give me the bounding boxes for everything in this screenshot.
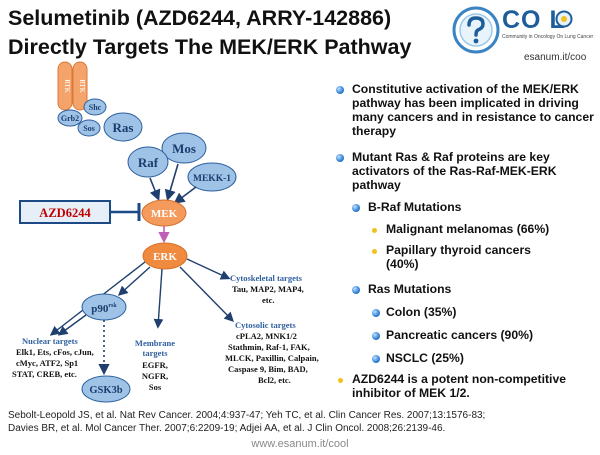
mekk1-label: MEKK-1 xyxy=(193,174,231,184)
arrow-erk-cytoskeletal xyxy=(186,258,231,280)
sub-bullet-dot-icon xyxy=(372,249,377,254)
bullet-dot-icon xyxy=(336,86,344,94)
slide-title: Selumetinib (AZD6244, ARRY-142886) Direc… xyxy=(8,4,448,62)
shc-node xyxy=(83,98,107,116)
bullet-melanoma: Malignant melanomas (66%) xyxy=(386,222,550,236)
logo-lung-icon xyxy=(555,10,573,28)
arrow-p90-nuclear xyxy=(57,314,87,336)
rtk-label-1: RTK xyxy=(63,79,71,93)
bullet-azd6244: AZD6244 is a potent non-competitive inhi… xyxy=(352,372,566,400)
arrow-erk-membrane xyxy=(153,268,164,329)
p90rsk-label: p90rsk xyxy=(91,303,117,315)
arrow-raf-mek xyxy=(149,177,161,201)
title-line-2: Directly Targets The MEK/ERK Pathway xyxy=(8,35,412,59)
mekk1-node xyxy=(187,162,237,192)
sos-label: Sos xyxy=(83,124,95,133)
gsk3b-label: GSK3b xyxy=(89,385,122,396)
nuclear-line-3: STAT, CREB, etc. xyxy=(12,369,77,379)
raf-node xyxy=(127,146,169,178)
bullet-dot-icon xyxy=(372,309,380,317)
mos-node xyxy=(161,132,207,164)
logo-word: CO L xyxy=(502,6,566,34)
erk-node xyxy=(142,242,188,270)
arrow-erk-p90 xyxy=(117,266,151,296)
bullet-braf: B-Raf Mutations xyxy=(368,200,462,214)
arrow-mos-mek xyxy=(164,163,179,202)
bullet-dot-icon xyxy=(352,204,360,212)
membrane-heading-1: Membrane xyxy=(135,338,175,348)
logo-tagline: Community in Oncology On Lung Cancer xyxy=(502,34,594,40)
bullet-ras: Ras Mutations xyxy=(368,282,452,296)
cytoskeletal-line-1: Tau, MAP2, MAP4, xyxy=(232,284,304,294)
bullet-dot-icon xyxy=(372,332,380,340)
ras-label: Ras xyxy=(113,120,134,135)
membrane-line-2: NGFR, xyxy=(142,371,168,381)
mek-label: MEK xyxy=(151,208,178,220)
cytosolic-line-4: Caspase 9, Bim, BAD, xyxy=(228,364,308,374)
references: Sebolt-Leopold JS, et al. Nat Rev Cancer… xyxy=(8,410,598,435)
membrane-line-1: EGFR, xyxy=(142,360,168,370)
cytosolic-line-3: MLCK, Paxillin, Calpain, xyxy=(225,353,319,363)
membrane-line-3: Sos xyxy=(149,382,162,392)
reference-line-2: Davies BR, et al. Mol Cancer Ther. 2007;… xyxy=(8,422,446,434)
bullet-2: Mutant Ras & Raf proteins are key activa… xyxy=(352,150,557,192)
sos-node xyxy=(77,119,101,137)
pathway-diagram: RTK RTK Shc Grb2 Sos Ras Mos Raf MEKK-1 … xyxy=(0,56,340,416)
gsk3b-node xyxy=(81,375,131,403)
bullet-nsclc: NSCLC (25%) xyxy=(386,351,464,365)
sub-bullet-dot-icon xyxy=(338,378,343,383)
cytoskeletal-heading: Cytoskeletal targets xyxy=(230,273,303,283)
question-circle-icon xyxy=(452,6,500,54)
nuclear-line-1: Elk1, Ets, cFos, cJun, xyxy=(16,347,94,357)
rtk-receptor: RTK RTK xyxy=(57,61,88,111)
bullet-dot-icon xyxy=(372,355,380,363)
bullet-thyroid: Papillary thyroid cancers (40%) xyxy=(386,243,531,271)
cytosolic-line-2: Stathmin, Raf-1, FAK, xyxy=(228,342,310,352)
grb2-node xyxy=(57,109,83,127)
cool-logo: CO L Community in Oncology On Lung Cance… xyxy=(452,4,597,70)
bullet-pancreatic: Pancreatic cancers (90%) xyxy=(386,328,534,342)
nuclear-line-2: cMyc, ATF2, Sp1 xyxy=(16,358,78,368)
arrow-erk-cytosolic xyxy=(179,266,234,322)
cytosolic-heading: Cytosolic targets xyxy=(235,320,296,330)
raf-label: Raf xyxy=(138,155,159,170)
title-line-1: Selumetinib (AZD6244, ARRY-142886) xyxy=(8,6,392,30)
rtk-label-2: RTK xyxy=(78,79,86,93)
membrane-heading-2: targets xyxy=(142,348,168,358)
grb2-label: Grb2 xyxy=(61,114,79,123)
bullet-1: Constitutive activation of the MEK/ERK p… xyxy=(352,82,594,138)
bullet-dot-icon xyxy=(336,154,344,162)
nuclear-heading: Nuclear targets xyxy=(22,336,78,346)
shc-label: Shc xyxy=(89,103,102,112)
logo-url: esanum.it/coo xyxy=(524,52,587,63)
cytoskeletal-line-2: etc. xyxy=(262,295,275,305)
footer-url: www.esanum.it/cool xyxy=(251,438,349,450)
erk-label: ERK xyxy=(153,251,177,263)
arrow-mekk1-mek xyxy=(173,186,197,204)
bullet-colon: Colon (35%) xyxy=(386,305,457,319)
cytosolic-line-5: Bcl2, etc. xyxy=(258,375,291,385)
reference-line-1: Sebolt-Leopold JS, et al. Nat Rev Cancer… xyxy=(8,410,486,421)
ras-node xyxy=(103,112,143,142)
sub-bullet-dot-icon xyxy=(372,228,377,233)
azd6244-label: AZD6244 xyxy=(39,206,91,220)
cytosolic-line-1: cPLA2, MNK1/2 xyxy=(236,331,297,341)
bullet-dot-icon xyxy=(352,286,360,294)
mos-label: Mos xyxy=(172,141,196,156)
